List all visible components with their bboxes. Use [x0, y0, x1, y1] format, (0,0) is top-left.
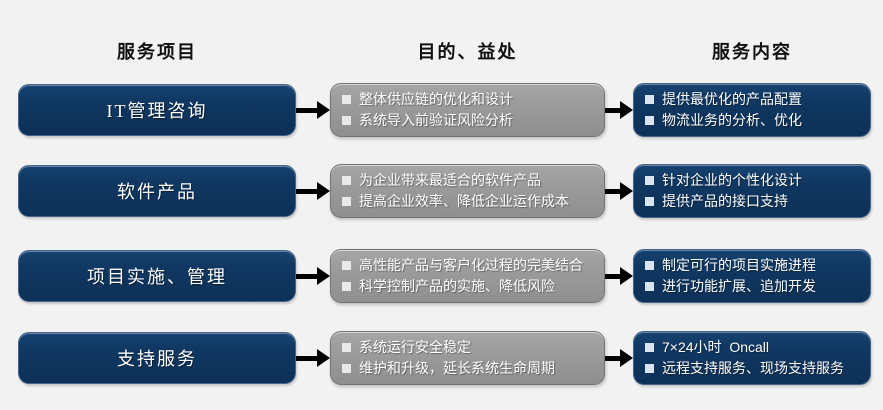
service-label: 软件产品 — [117, 182, 197, 202]
bullet-square-icon — [645, 343, 654, 352]
contents-box: 7×24小时 Oncall 远程支持服务、现场支持服务 — [633, 331, 871, 385]
content-text: 提供产品的接口支持 — [662, 193, 788, 209]
bullet-square-icon — [645, 176, 654, 185]
bullet-square-icon — [342, 116, 351, 125]
benefit-item: 为企业带来最适合的软件产品 — [342, 170, 604, 191]
benefit-text: 高性能产品与客户化过程的完美结合 — [359, 257, 583, 273]
content-item: 远程支持服务、现场支持服务 — [645, 358, 870, 379]
benefits-box: 为企业带来最适合的软件产品 提高企业效率、降低企业运作成本 — [330, 164, 605, 218]
benefit-text: 为企业带来最适合的软件产品 — [359, 172, 541, 188]
benefit-item: 高性能产品与客户化过程的完美结合 — [342, 255, 604, 276]
benefits-box: 整体供应链的优化和设计 系统导入前验证风险分析 — [330, 83, 605, 137]
benefit-item: 系统导入前验证风险分析 — [342, 110, 604, 131]
content-item: 进行功能扩展、追加开发 — [645, 276, 870, 297]
arrow-right-icon — [296, 164, 330, 218]
arrow-right-icon — [296, 83, 330, 137]
benefit-text: 提高企业效率、降低企业运作成本 — [359, 193, 569, 209]
content-item: 物流业务的分析、优化 — [645, 110, 870, 131]
contents-box: 制定可行的项目实施进程 进行功能扩展、追加开发 — [633, 249, 871, 303]
benefits-box: 高性能产品与客户化过程的完美结合 科学控制产品的实施、降低风险 — [330, 249, 605, 303]
benefit-item: 维护和升级，延长系统生命周期 — [342, 358, 604, 379]
bullet-square-icon — [645, 197, 654, 206]
diagram-row-it-consulting: IT管理咨询 整体供应链的优化和设计 系统导入前验证风险分析 提供最优化的产品配… — [18, 83, 871, 137]
service-box: 软件产品 — [18, 165, 296, 217]
content-text: 远程支持服务、现场支持服务 — [662, 360, 844, 376]
benefit-item: 提高企业效率、降低企业运作成本 — [342, 191, 604, 212]
contents-box: 针对企业的个性化设计 提供产品的接口支持 — [633, 164, 871, 218]
benefit-item: 科学控制产品的实施、降低风险 — [342, 276, 604, 297]
service-box: 项目实施、管理 — [18, 250, 296, 302]
column-header-services: 服务项目 — [117, 42, 197, 62]
bullet-square-icon — [645, 116, 654, 125]
benefit-item: 系统运行安全稳定 — [342, 337, 604, 358]
content-text: 物流业务的分析、优化 — [662, 112, 802, 128]
benefit-text: 科学控制产品的实施、降低风险 — [359, 278, 555, 294]
arrow-right-icon — [605, 249, 633, 303]
bullet-square-icon — [645, 95, 654, 104]
service-label: 项目实施、管理 — [87, 267, 227, 287]
bullet-square-icon — [342, 364, 351, 373]
benefit-text: 系统导入前验证风险分析 — [359, 112, 513, 128]
column-header-contents: 服务内容 — [712, 42, 792, 62]
arrow-right-icon — [296, 249, 330, 303]
content-text: 进行功能扩展、追加开发 — [662, 278, 816, 294]
content-text: 提供最优化的产品配置 — [662, 91, 802, 107]
service-box: IT管理咨询 — [18, 84, 296, 136]
bullet-square-icon — [342, 95, 351, 104]
arrow-right-icon — [605, 164, 633, 218]
benefit-text: 系统运行安全稳定 — [359, 339, 471, 355]
content-item: 提供最优化的产品配置 — [645, 89, 870, 110]
content-item: 制定可行的项目实施进程 — [645, 255, 870, 276]
service-label: IT管理咨询 — [106, 101, 208, 121]
diagram-row-software-products: 软件产品 为企业带来最适合的软件产品 提高企业效率、降低企业运作成本 针对企业的… — [18, 164, 871, 218]
bullet-square-icon — [342, 282, 351, 291]
bullet-square-icon — [342, 197, 351, 206]
diagram-row-project-implementation: 项目实施、管理 高性能产品与客户化过程的完美结合 科学控制产品的实施、降低风险 … — [18, 249, 871, 303]
contents-box: 提供最优化的产品配置 物流业务的分析、优化 — [633, 83, 871, 137]
bullet-square-icon — [342, 343, 351, 352]
content-text: 制定可行的项目实施进程 — [662, 257, 816, 273]
bullet-square-icon — [645, 364, 654, 373]
content-item: 提供产品的接口支持 — [645, 191, 870, 212]
benefit-item: 整体供应链的优化和设计 — [342, 89, 604, 110]
benefits-box: 系统运行安全稳定 维护和升级，延长系统生命周期 — [330, 331, 605, 385]
bullet-square-icon — [342, 176, 351, 185]
content-item: 7×24小时 Oncall — [645, 337, 870, 358]
benefit-text: 整体供应链的优化和设计 — [359, 91, 513, 107]
bullet-square-icon — [645, 261, 654, 270]
bullet-square-icon — [645, 282, 654, 291]
arrow-right-icon — [296, 331, 330, 385]
content-item: 针对企业的个性化设计 — [645, 170, 870, 191]
arrow-right-icon — [605, 331, 633, 385]
service-label: 支持服务 — [117, 349, 197, 369]
content-text: 针对企业的个性化设计 — [662, 172, 802, 188]
content-text: 7×24小时 Oncall — [662, 339, 769, 355]
diagram-row-support-services: 支持服务 系统运行安全稳定 维护和升级，延长系统生命周期 7×24小时 Onca… — [18, 331, 871, 385]
bullet-square-icon — [342, 261, 351, 270]
arrow-right-icon — [605, 83, 633, 137]
benefit-text: 维护和升级，延长系统生命周期 — [359, 360, 555, 376]
column-header-benefits: 目的、益处 — [417, 42, 518, 62]
service-box: 支持服务 — [18, 332, 296, 384]
